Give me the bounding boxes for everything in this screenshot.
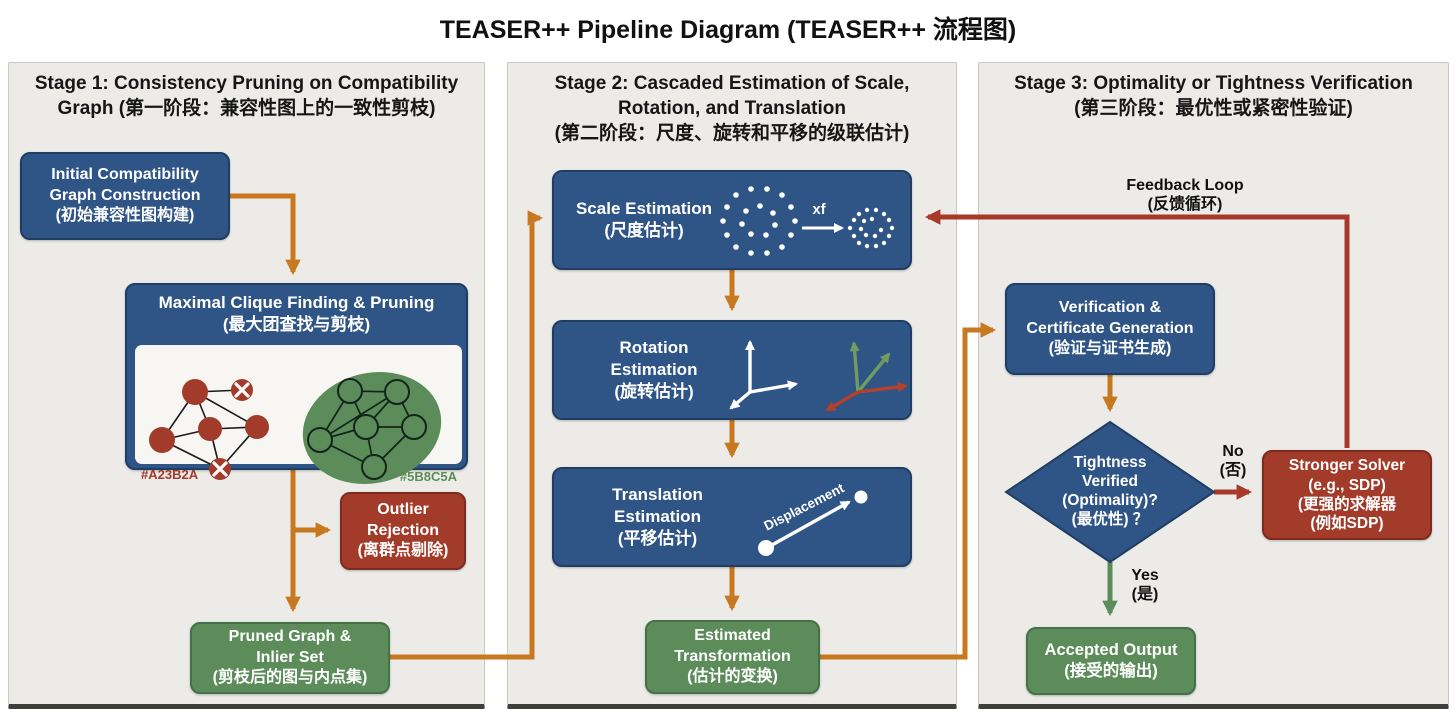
decision-diamond-label: Tightness Verified (Optimality)? (最优性) ？ (1062, 454, 1158, 528)
estimated-transformation-box: Estimated Transformation (估计的变换) (645, 620, 820, 694)
stage1-header: Stage 1: Consistency Pruning on Compatib… (34, 73, 459, 120)
displacement-arrow (771, 500, 851, 547)
maximal-clique-title: Maximal Clique Finding & Pruning (最大团查找与… (158, 293, 435, 334)
scale-estimation-label: Scale Estimation (尺度估计) (575, 199, 713, 240)
pruned-hex-label: #A23B2A (141, 467, 199, 482)
rotation-estimation-label: Rotation Estimation (旋转估计) (610, 338, 698, 401)
axes-frame-white (729, 339, 799, 410)
stronger-solver-box: Stronger Solver (e.g., SDP) (更强的求解器 (例如S… (1262, 450, 1432, 540)
feedback-arrow (924, 209, 1350, 448)
pruned-graph-nodes (149, 379, 269, 481)
point-cloud-small (847, 207, 895, 249)
kept-graph-nodes (307, 378, 427, 481)
scale-illustration: xf (720, 186, 895, 256)
compatibility-graphs: #A23B2A #5B8C5A (141, 372, 458, 484)
rejected-node-x-icon (212, 382, 250, 478)
translation-illustration: Displacement (758, 480, 868, 556)
feedback-loop-label: Feedback Loop (反馈循环) (1126, 177, 1244, 214)
kept-hex-label: #5B8C5A (400, 469, 458, 484)
rotation-estimation-box: Rotation Estimation (旋转估计) (552, 320, 912, 420)
no-label: No (否) (1219, 443, 1247, 480)
start-point (758, 540, 774, 556)
translation-estimation-box: Translation Estimation (平移估计) Displaceme… (552, 467, 912, 567)
translation-estimation-label: Translation Estimation (平移估计) (612, 485, 703, 548)
stage3-panel (978, 62, 1449, 709)
end-point (854, 490, 868, 504)
maximal-clique-box: Maximal Clique Finding & Pruning (最大团查找与… (125, 283, 468, 484)
outlier-rejection-box: Outlier Rejection (离群点剔除) (340, 492, 466, 570)
page-title: TEASER++ Pipeline Diagram (TEASER++ 流程图) (439, 16, 1017, 44)
accepted-output-box: Accepted Output (接受的输出) (1026, 627, 1196, 695)
stage2-header: Stage 2: Cascaded Estimation of Scale, R… (554, 73, 910, 145)
verification-box: Verification & Certificate Generation (验… (1005, 283, 1215, 375)
scale-estimation-box: Scale Estimation (尺度估计) xf (552, 170, 912, 270)
axes-frame-rotated (825, 340, 909, 412)
decision-diamond-shape (1004, 420, 1216, 564)
point-cloud-large (720, 186, 798, 256)
yes-label: Yes (是) (1131, 567, 1159, 604)
stage3-header: Stage 3: Optimality or Tightness Verific… (1014, 73, 1413, 120)
clique-illustration: #A23B2A #5B8C5A (135, 345, 462, 484)
initial-graph-box: Initial Compatibility Graph Construction… (20, 152, 230, 240)
scale-factor-label: xf (812, 201, 826, 218)
rotation-illustration (729, 339, 909, 412)
pruned-graph-box: Pruned Graph & Inlier Set (剪枝后的图与内点集) (190, 622, 390, 694)
